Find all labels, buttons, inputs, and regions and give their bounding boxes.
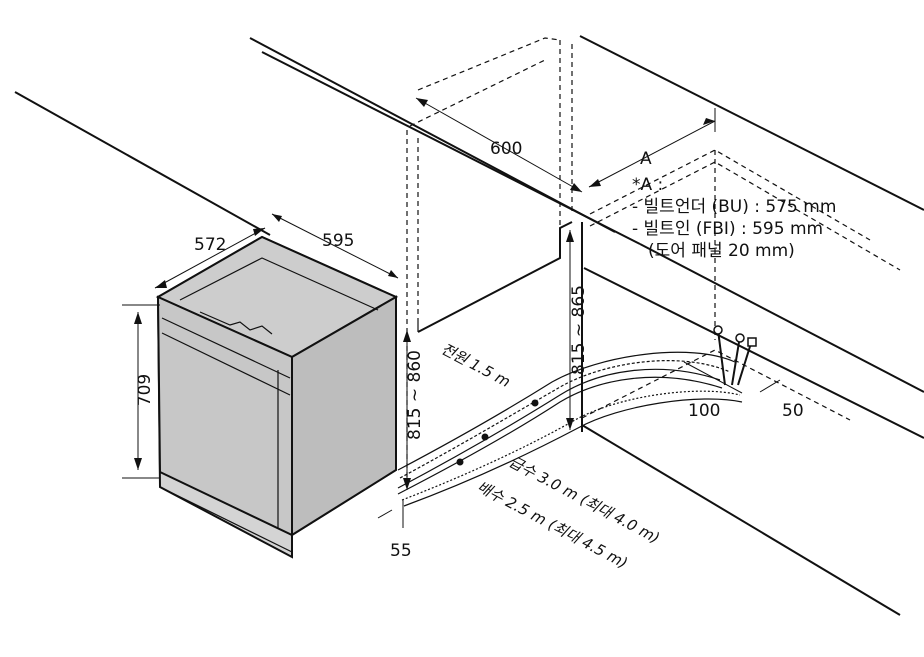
cavity-outline [406, 37, 901, 490]
note-line-1: - 빌트언더 (BU) : 575 mm [632, 197, 836, 217]
dim-width: 595 [322, 231, 354, 251]
cavity-back [417, 221, 573, 333]
dim-height: 709 [135, 374, 155, 406]
hose-dots [456, 399, 539, 466]
dim-cabinet-width: 600 [490, 139, 522, 159]
dim-depth: 572 [194, 235, 226, 255]
dim-height-range-left: 815 ~ 860 [405, 350, 425, 440]
hoses [397, 351, 743, 507]
arrowheads [134, 98, 715, 490]
note-line-3: (도어 패널 20 mm) [648, 241, 795, 261]
hose-label-power: 전원 1.5 m [438, 340, 513, 391]
dim-pipe-spacing-b: 50 [782, 401, 804, 421]
dim-marker-a: A [640, 149, 652, 169]
note-title: *A : [632, 175, 663, 195]
dimension-lines [122, 97, 781, 528]
dishwasher [155, 235, 399, 559]
dim-bottom-offset: 55 [390, 541, 412, 561]
note-line-2: - 빌트인 (FBI) : 595 mm [632, 219, 823, 239]
dim-height-range-right: 815 ~ 865 [569, 285, 589, 375]
dim-pipe-spacing-a: 100 [688, 401, 720, 421]
wall-connectors [713, 325, 757, 386]
countertop-edges [14, 35, 924, 616]
